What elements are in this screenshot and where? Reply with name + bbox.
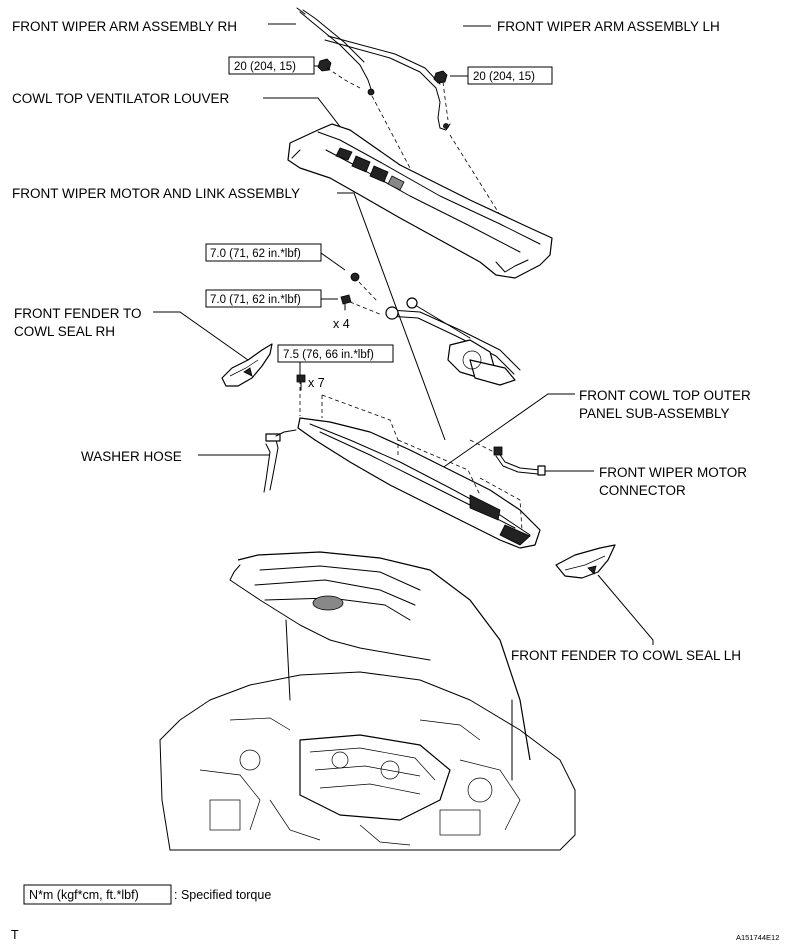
torque-motor-nut: 7.0 (71, 62 in.*lbf) — [210, 248, 301, 260]
front-wiper-motor-connector — [493, 446, 546, 476]
label-motor-connector-1: FRONT WIPER MOTOR — [599, 465, 747, 480]
washer-hose — [263, 429, 297, 493]
fender-to-cowl-seal-rh — [221, 343, 273, 387]
footer-marker: T — [11, 928, 19, 942]
leader-wiper-motor — [337, 192, 446, 441]
qty-motor-bolt: x 4 — [333, 317, 350, 331]
label-wiper-motor-link: FRONT WIPER MOTOR AND LINK ASSEMBLY — [12, 186, 300, 201]
label-wiper-arm-lh: FRONT WIPER ARM ASSEMBLY LH — [497, 19, 720, 34]
vehicle-engine-bay — [159, 551, 576, 851]
label-washer-hose: WASHER HOSE — [81, 449, 182, 464]
legend-description: : Specified torque — [174, 888, 271, 902]
wiper-arm-rh — [296, 7, 375, 96]
wiper-arm-nuts — [317, 58, 448, 84]
panel-bolt — [296, 374, 306, 391]
motor-nut — [350, 272, 360, 282]
label-cowl-outer-panel-2: PANEL SUB-ASSEMBLY — [579, 406, 730, 421]
torque-panel-bolt: 7.5 (76, 66 in.*lbf) — [283, 349, 374, 361]
torque-box-panel-bolt — [277, 344, 394, 363]
wiper-motor-and-link — [340, 272, 521, 386]
label-fender-seal-rh-1: FRONT FENDER TO — [14, 306, 142, 321]
wiper-arm-lh — [324, 35, 451, 131]
leader-fender-seal-rh — [153, 311, 249, 361]
label-fender-seal-lh: FRONT FENDER TO COWL SEAL LH — [511, 648, 741, 663]
legend-unit: N*m (kgf*cm, ft.*lbf) — [29, 888, 139, 902]
label-cowl-outer-panel-1: FRONT COWL TOP OUTER — [579, 388, 751, 403]
qty-panel-bolt: x 7 — [308, 376, 325, 390]
torque-motor-bolt: 7.0 (71, 62 in.*lbf) — [210, 294, 301, 306]
torque-box-motor-nut — [205, 243, 322, 262]
fender-to-cowl-seal-lh — [555, 544, 616, 579]
torque-arm-lh: 20 (204, 15) — [473, 71, 535, 83]
label-cowl-louver: COWL TOP VENTILATOR LOUVER — [12, 91, 230, 106]
motor-bolt — [340, 294, 352, 305]
figure-code: A151744E12 — [736, 933, 779, 942]
legend-unit-box — [23, 884, 172, 905]
leader-cowl-outer-panel — [417, 393, 575, 486]
torque-arm-rh: 20 (204, 15) — [234, 61, 296, 73]
cowl-top-ventilator-louver — [287, 123, 553, 279]
front-cowl-top-outer-panel — [297, 417, 541, 549]
label-motor-connector-2: CONNECTOR — [599, 483, 686, 498]
leader-fender-seal-lh — [597, 574, 654, 645]
label-fender-seal-rh-2: COWL SEAL RH — [14, 324, 115, 339]
label-wiper-arm-rh: FRONT WIPER ARM ASSEMBLY RH — [12, 19, 237, 34]
